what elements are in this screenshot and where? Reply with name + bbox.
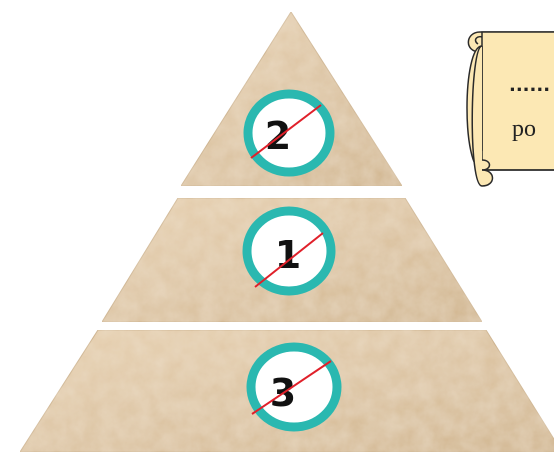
number-badge-middle: 1 [247, 211, 331, 291]
pyramid-tier-middle[interactable]: 1 [102, 198, 482, 322]
number-badge-bottom: 3 [251, 347, 337, 427]
scroll-dots: ...... [509, 75, 550, 96]
tier-number-top: 2 [265, 114, 291, 158]
number-badge-top: 2 [248, 94, 330, 172]
pyramid-tier-top[interactable]: 2 [181, 12, 402, 186]
tier-number-middle: 1 [275, 233, 301, 277]
pyramid-tier-bottom[interactable]: 3 [20, 330, 554, 452]
scroll-banner: ...... po [467, 32, 554, 186]
scroll-partial-text: po [512, 116, 536, 142]
